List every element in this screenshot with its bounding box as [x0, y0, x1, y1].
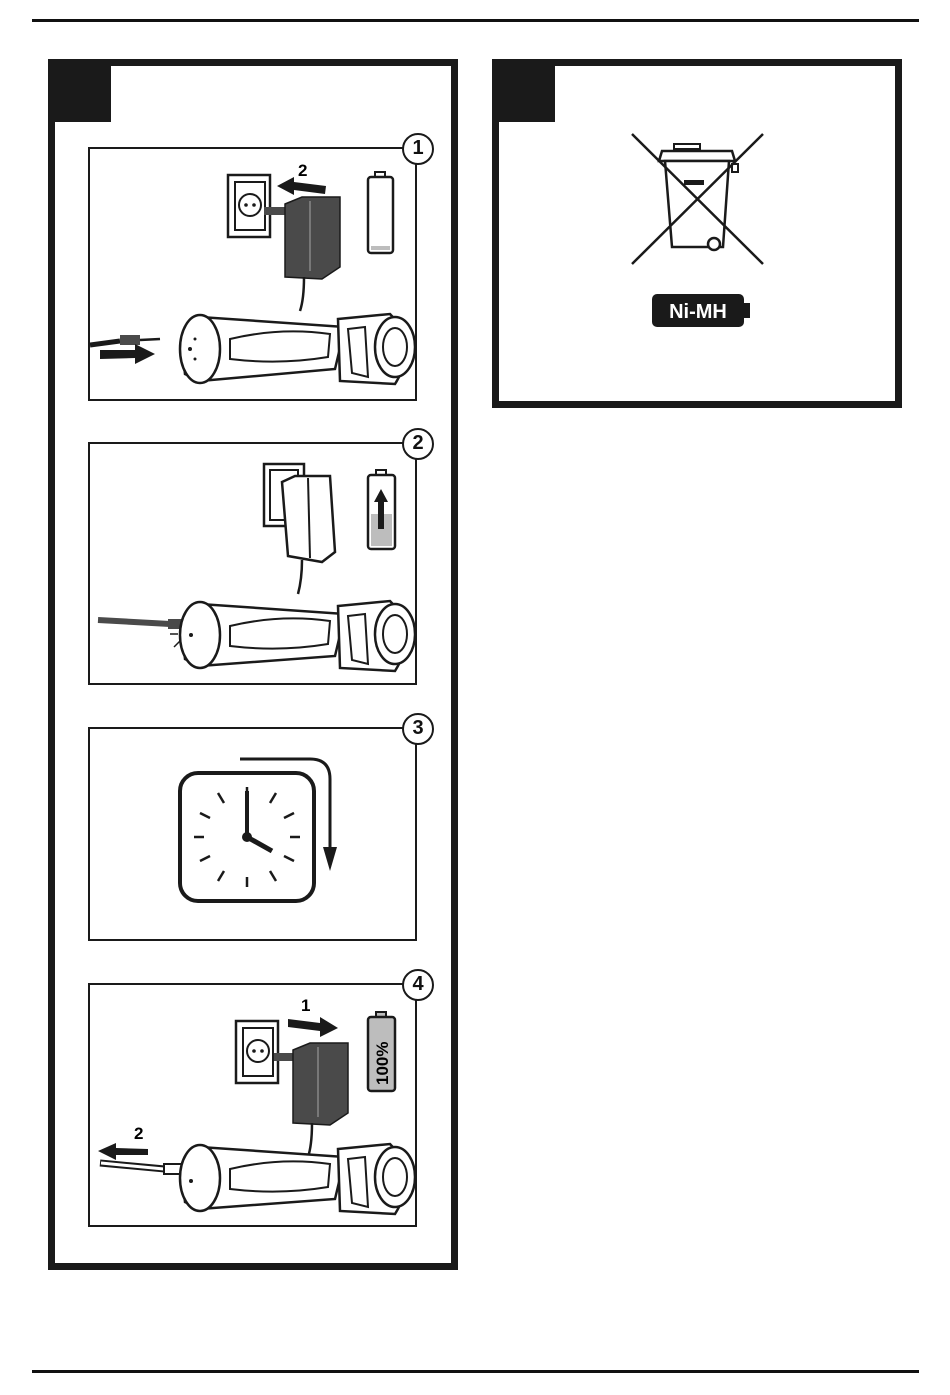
plug-charger-icon [264, 464, 335, 594]
arrow-right-icon [100, 344, 155, 364]
battery-charging-icon [368, 470, 395, 549]
step-1-arrow-label: 2 [298, 161, 307, 180]
arrow-right-icon [288, 1017, 338, 1037]
flashlight-icon [180, 314, 415, 384]
step-2-charging: 2 [88, 442, 417, 685]
step-2-badge: 2 [402, 428, 434, 460]
battery-percent-label: 100% [373, 1042, 392, 1085]
battery-type-badge: Ni-MH [652, 294, 750, 327]
plug-charger-icon [264, 197, 340, 311]
bottom-rule [32, 1370, 919, 1373]
step-3-wait: 3 [88, 727, 417, 941]
clock-icon [180, 773, 314, 901]
step-4-cable-arrow-label: 2 [134, 1124, 143, 1143]
charging-cable-icon [90, 335, 160, 345]
wall-socket-icon [236, 1021, 278, 1083]
step-1-connect-charger: 2 [88, 147, 417, 401]
charging-instructions-panel: 2 [48, 59, 458, 1270]
step-1-illustration: 2 [90, 149, 419, 403]
step-2-illustration [90, 444, 419, 687]
charging-cable-icon [100, 1163, 182, 1174]
step-3-badge: 3 [402, 713, 434, 745]
battery-empty-icon [368, 172, 393, 253]
crossed-out-wheelie-bin-icon [632, 134, 763, 264]
charging-cable-icon [98, 619, 190, 629]
panel-corner-tab [54, 65, 111, 122]
top-rule [32, 19, 919, 22]
step-3-illustration [90, 729, 419, 943]
step-4-illustration: 1 100% 2 [90, 985, 419, 1229]
wall-socket-icon [228, 175, 270, 237]
step-4-disconnect: 1 100% 2 [88, 983, 417, 1227]
disposal-panel: Ni-MH [492, 59, 902, 408]
battery-type-label: Ni-MH [669, 301, 727, 323]
plug-charger-icon [274, 1043, 348, 1157]
disposal-illustration: Ni-MH [499, 66, 895, 401]
flashlight-icon [180, 1144, 415, 1214]
step-4-plug-arrow-label: 1 [301, 996, 310, 1015]
arrow-left-icon [98, 1143, 148, 1160]
flashlight-icon [180, 601, 415, 671]
step-1-badge: 1 [402, 133, 434, 165]
battery-full-icon: 100% [368, 1012, 395, 1091]
step-4-badge: 4 [402, 969, 434, 1001]
